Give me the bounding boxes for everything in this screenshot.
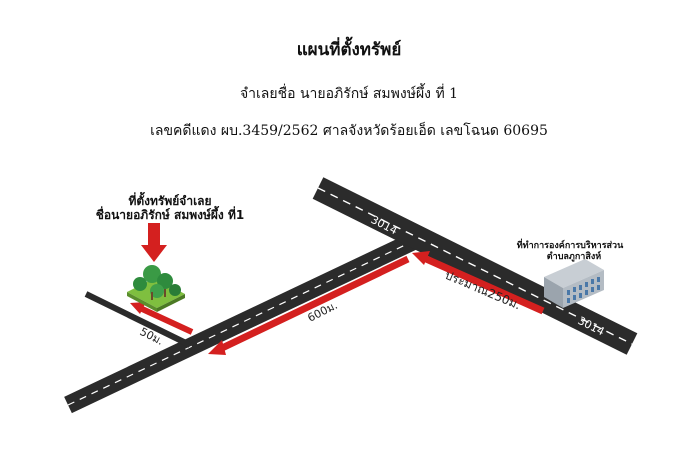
trees-icon (127, 265, 185, 312)
route-arrow-600m (208, 255, 410, 355)
landmark-label-line1: ที่ทำการองค์การบริหารส่วน (517, 238, 624, 251)
route-arrow-250m (412, 251, 545, 315)
route-arrow-50m (130, 302, 194, 335)
main-road (64, 228, 426, 414)
map-title: แผนที่ตั้งทรัพย์ (296, 40, 402, 60)
case-line: เลขคดีแดง ผบ.3459/2562 ศาลจังหวัดร้อยเอ็… (150, 123, 548, 139)
road-3014 (312, 177, 638, 355)
property-label-line2: ชื่อนายอภิรักษ์ สมพงษ์ผึ้ง ที่1 (96, 205, 244, 222)
defendant-line: จำเลยชื่อ นายอภิรักษ์ สมพงษ์ผึ้ง ที่ 1 (239, 86, 459, 102)
building-icon (544, 259, 604, 308)
landmark-label-line2: ตำบลภูกาสิงห์ (547, 250, 601, 262)
red-down-arrow-icon (141, 223, 167, 262)
side-road (84, 291, 192, 348)
property-label-line1: ที่ตั้งทรัพย์จำเลย (128, 191, 211, 208)
